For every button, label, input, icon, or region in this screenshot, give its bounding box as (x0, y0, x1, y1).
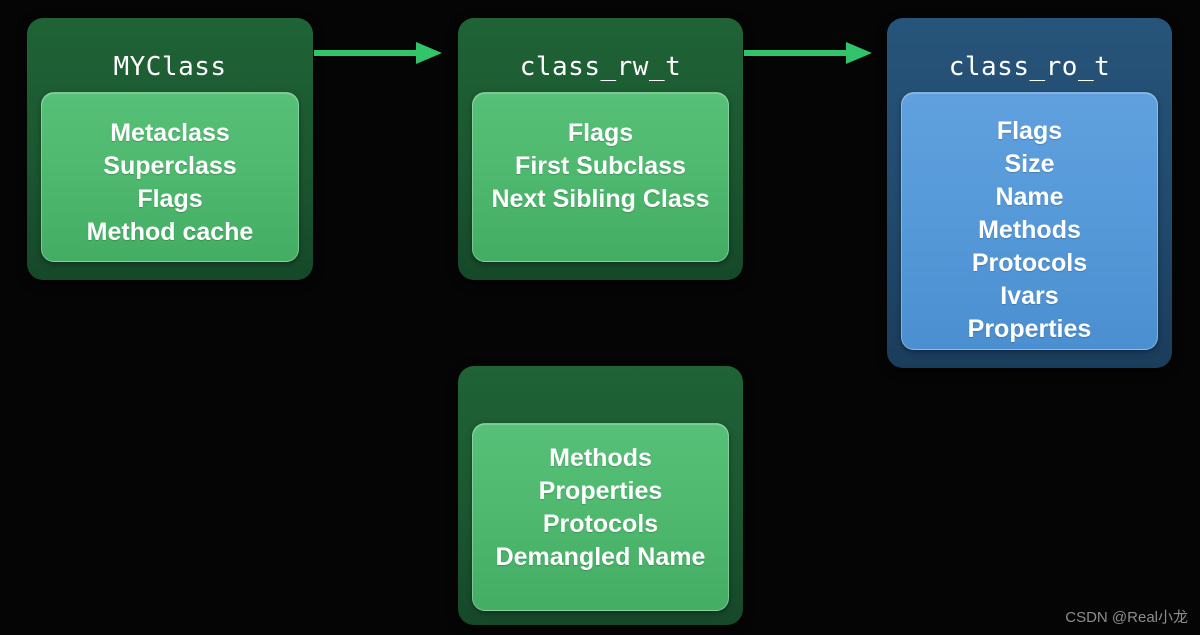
list-item: Metaclass (110, 119, 230, 147)
list-item: Flags (567, 119, 634, 147)
class-box-title: class_rw_t (519, 52, 682, 82)
class-box-fields-panel: Flags Size Name Methods Protocols Ivars … (901, 92, 1158, 350)
field-list: Flags First Subclass Next Sibling Class (473, 93, 728, 216)
list-item: Next Sibling Class (491, 185, 710, 213)
arrow-class-rw-t-to-class-ro-t (744, 40, 872, 66)
class-box-class-rw-ext-t[interactable]: class_rw_ext_t Methods Properties Protoc… (458, 366, 743, 625)
field-list: Metaclass Superclass Flags Method cache (42, 93, 298, 249)
class-box-myclass[interactable]: MYClass Metaclass Superclass Flags Metho… (27, 18, 313, 280)
class-box-title: MYClass (113, 52, 227, 82)
field-list: Methods Properties Protocols Demangled N… (473, 424, 728, 574)
arrow-icon (744, 42, 872, 64)
list-item: First Subclass (515, 152, 686, 180)
list-item: Size (1004, 150, 1055, 178)
class-box-title: class_ro_t (948, 52, 1111, 82)
arrow-myclass-to-class-rw-t (314, 40, 442, 66)
class-box-class-rw-t[interactable]: class_rw_t Flags First Subclass Next Sib… (458, 18, 743, 280)
list-item: Method cache (86, 218, 254, 246)
class-box-fields-panel: Methods Properties Protocols Demangled N… (472, 423, 729, 611)
list-item: Demangled Name (495, 543, 706, 571)
field-list: Flags Size Name Methods Protocols Ivars … (902, 93, 1157, 346)
list-item: Ivars (1000, 282, 1059, 310)
list-item: Name (995, 183, 1064, 211)
arrow-icon (314, 42, 442, 64)
class-box-fields-panel: Flags First Subclass Next Sibling Class (472, 92, 729, 262)
class-box-fields-panel: Metaclass Superclass Flags Method cache (41, 92, 299, 262)
list-item: Properties (967, 315, 1092, 343)
class-box-class-ro-t[interactable]: class_ro_t Flags Size Name Methods Proto… (887, 18, 1172, 368)
list-item: Properties (538, 477, 663, 505)
list-item: Flags (137, 185, 203, 213)
watermark: CSDN @Real小龙 (1065, 609, 1188, 626)
list-item: Methods (978, 216, 1081, 244)
list-item: Protocols (971, 249, 1088, 277)
list-item: Protocols (542, 510, 659, 538)
list-item: Methods (549, 444, 652, 472)
list-item: Superclass (103, 152, 237, 180)
list-item: Flags (996, 117, 1063, 145)
